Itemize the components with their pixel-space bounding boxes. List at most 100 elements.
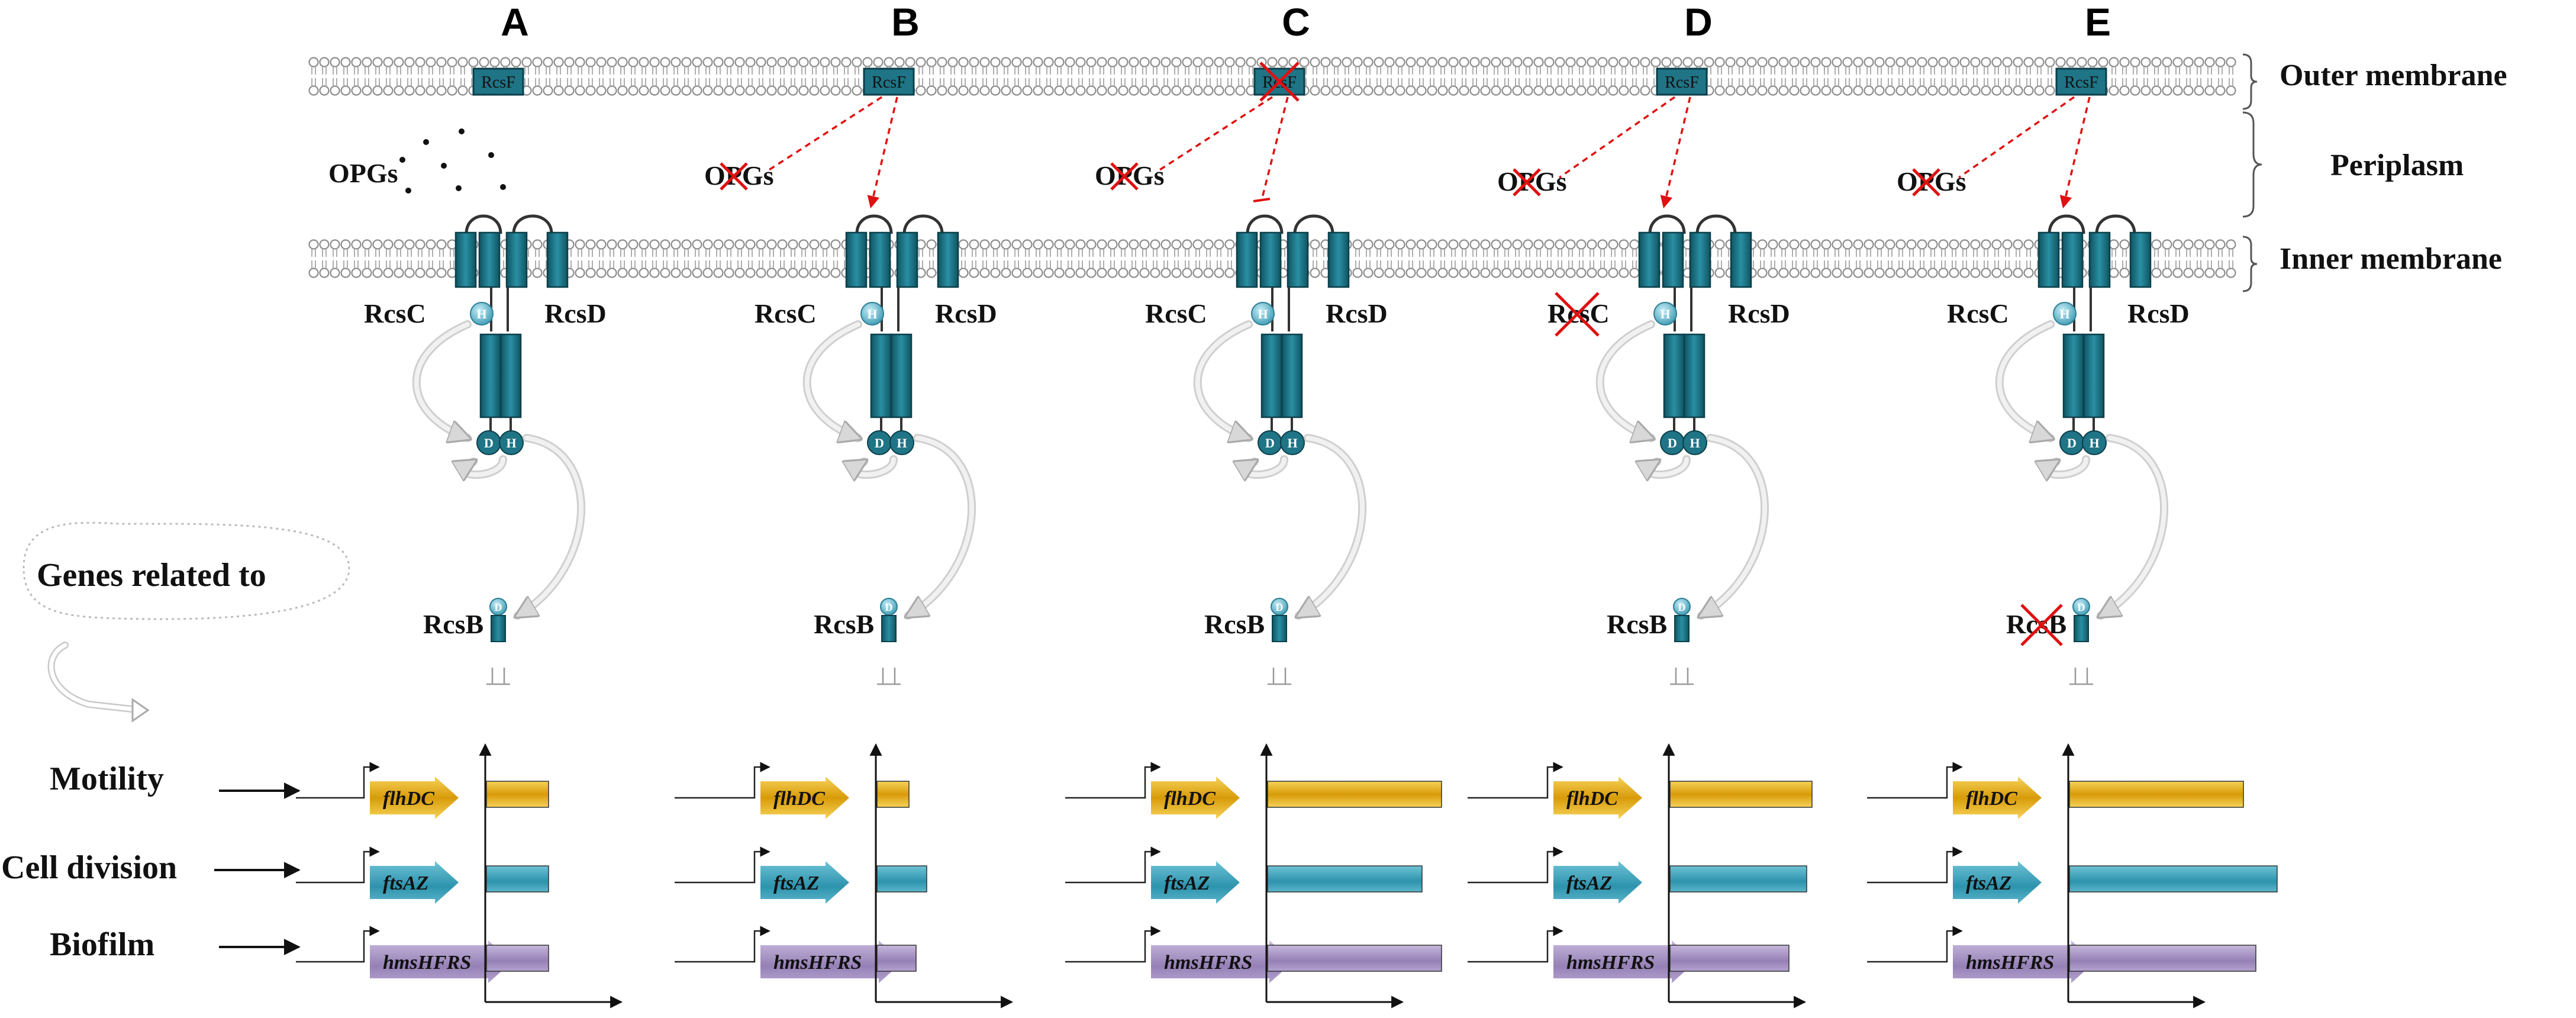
gene-arrow-hmsHFRS [1953,940,2095,983]
rcsd-label: RcsD [1728,298,1790,328]
gene-arrow-hmsHFRS [370,940,512,983]
d-label: D [2078,601,2085,613]
gene-label: hmsHFRS [1164,952,1252,974]
rcsc-label: RcsC [755,298,817,328]
d-label: D [885,601,893,613]
expression-bar-flhDC [1267,781,1442,808]
periplasm-label: Periplasm [2330,149,2464,182]
panel-letter: B [891,0,920,44]
h-label: H [1660,307,1670,321]
rcsc-h-domain [860,302,884,326]
h-label: H [897,436,907,450]
opg-dot [500,184,506,190]
panel-letter: D [1684,0,1713,44]
signal-to-rcsc [867,96,898,209]
rcsf-label: RcsF [872,73,906,92]
expression-chart [1662,743,1813,1009]
gene-arrow-flhDC [1553,777,1642,819]
expression-bar-hmsHFRS [2069,945,2256,972]
rcsf-box [863,67,915,96]
expression-chart [869,743,1014,1009]
gene-arrow-hmsHFRS [760,940,902,983]
opg-dot [399,157,405,163]
process-label-hmsHFRS: Biofilm [50,926,154,963]
gene-label: hmsHFRS [1966,952,2054,974]
rcsf-label: RcsF [481,73,515,92]
opg-dot [405,188,411,194]
h-label: H [1258,307,1268,321]
genes-related-label: Genes related to [37,557,266,594]
gene-label: ftsAZ [773,872,819,894]
rcsc-label: RcsC [364,298,426,328]
h-label: H [1287,436,1297,450]
panel-letter: E [2085,0,2111,44]
rcsb-output-arrow [486,668,510,685]
rcsf-box [2055,67,2107,96]
expression-bar-flhDC [876,781,910,808]
expression-bar-flhDC [1669,781,1813,808]
rcsb-label: RcsB [814,609,874,639]
opgs-deleted-mark [1110,162,1139,191]
rcsd-h-domain [2082,430,2107,455]
expression-bar-ftsAZ [2069,865,2278,893]
d-label: D [875,436,884,450]
rcsb-label: RcsB [1607,609,1667,639]
gene-label: ftsAZ [1566,872,1612,894]
rcsd-h-domain [1280,430,1305,455]
opg-dot [423,139,429,145]
rcsd-label: RcsD [1326,298,1388,328]
gene-arrow-ftsAZ [760,861,849,904]
h-label: H [1690,436,1700,450]
inner-membrane-label: Inner membrane [2280,242,2502,276]
gene-arrow-flhDC [1953,777,2042,819]
rcsf-label: RcsF [2064,73,2098,92]
panel-C: CRcsFOPGsHDHRcsCRcsDRcsBDflhDCftsAZhmsHF… [1065,0,1442,1009]
rcsd-h-domain [499,430,524,455]
expression-bar-ftsAZ [1267,865,1423,893]
rcsd-h-domain [889,430,914,455]
opgs-label: OPGs [1497,166,1567,196]
rcsf-deleted-mark [1259,62,1300,102]
process-label-ftsAZ: Cell division [1,849,177,886]
opgs-label: OPGs [1095,160,1165,191]
expression-bar-ftsAZ [876,865,927,893]
rcsb-output-arrow [2069,668,2093,685]
h-label: H [476,307,486,321]
signal-to-opgs [1156,96,1273,173]
rcsb-protein [1272,615,1287,642]
rcsb-output-arrow [1268,668,1291,685]
signal-to-opgs [1958,96,2075,179]
opg-dot [459,128,465,134]
h-label: H [867,307,877,321]
gene-arrow-flhDC [370,777,459,819]
expression-chart [2062,743,2278,1009]
opgs-label: OPGs [328,158,398,188]
gene-arrow-hmsHFRS [1553,940,1695,983]
gene-arrow-hmsHFRS [1151,940,1293,983]
gene-arrow-ftsAZ [1553,861,1642,904]
gene-label: flhDC [1966,788,2017,810]
opgs-deleted-mark [1513,168,1541,196]
rcsc-h-domain [1251,302,1275,326]
rcsf-box [472,67,524,96]
rcsc-label: RcsC [1947,298,2009,328]
rcsc-h-domain [2053,302,2077,326]
inhibit-bar [1253,198,1271,202]
phosphorelay-arrows [412,320,586,620]
rcsb-label: RcsB [423,609,483,639]
h-label: H [2059,307,2069,321]
opgs-deleted-mark [1912,168,1940,196]
d-label: D [1678,601,1686,613]
